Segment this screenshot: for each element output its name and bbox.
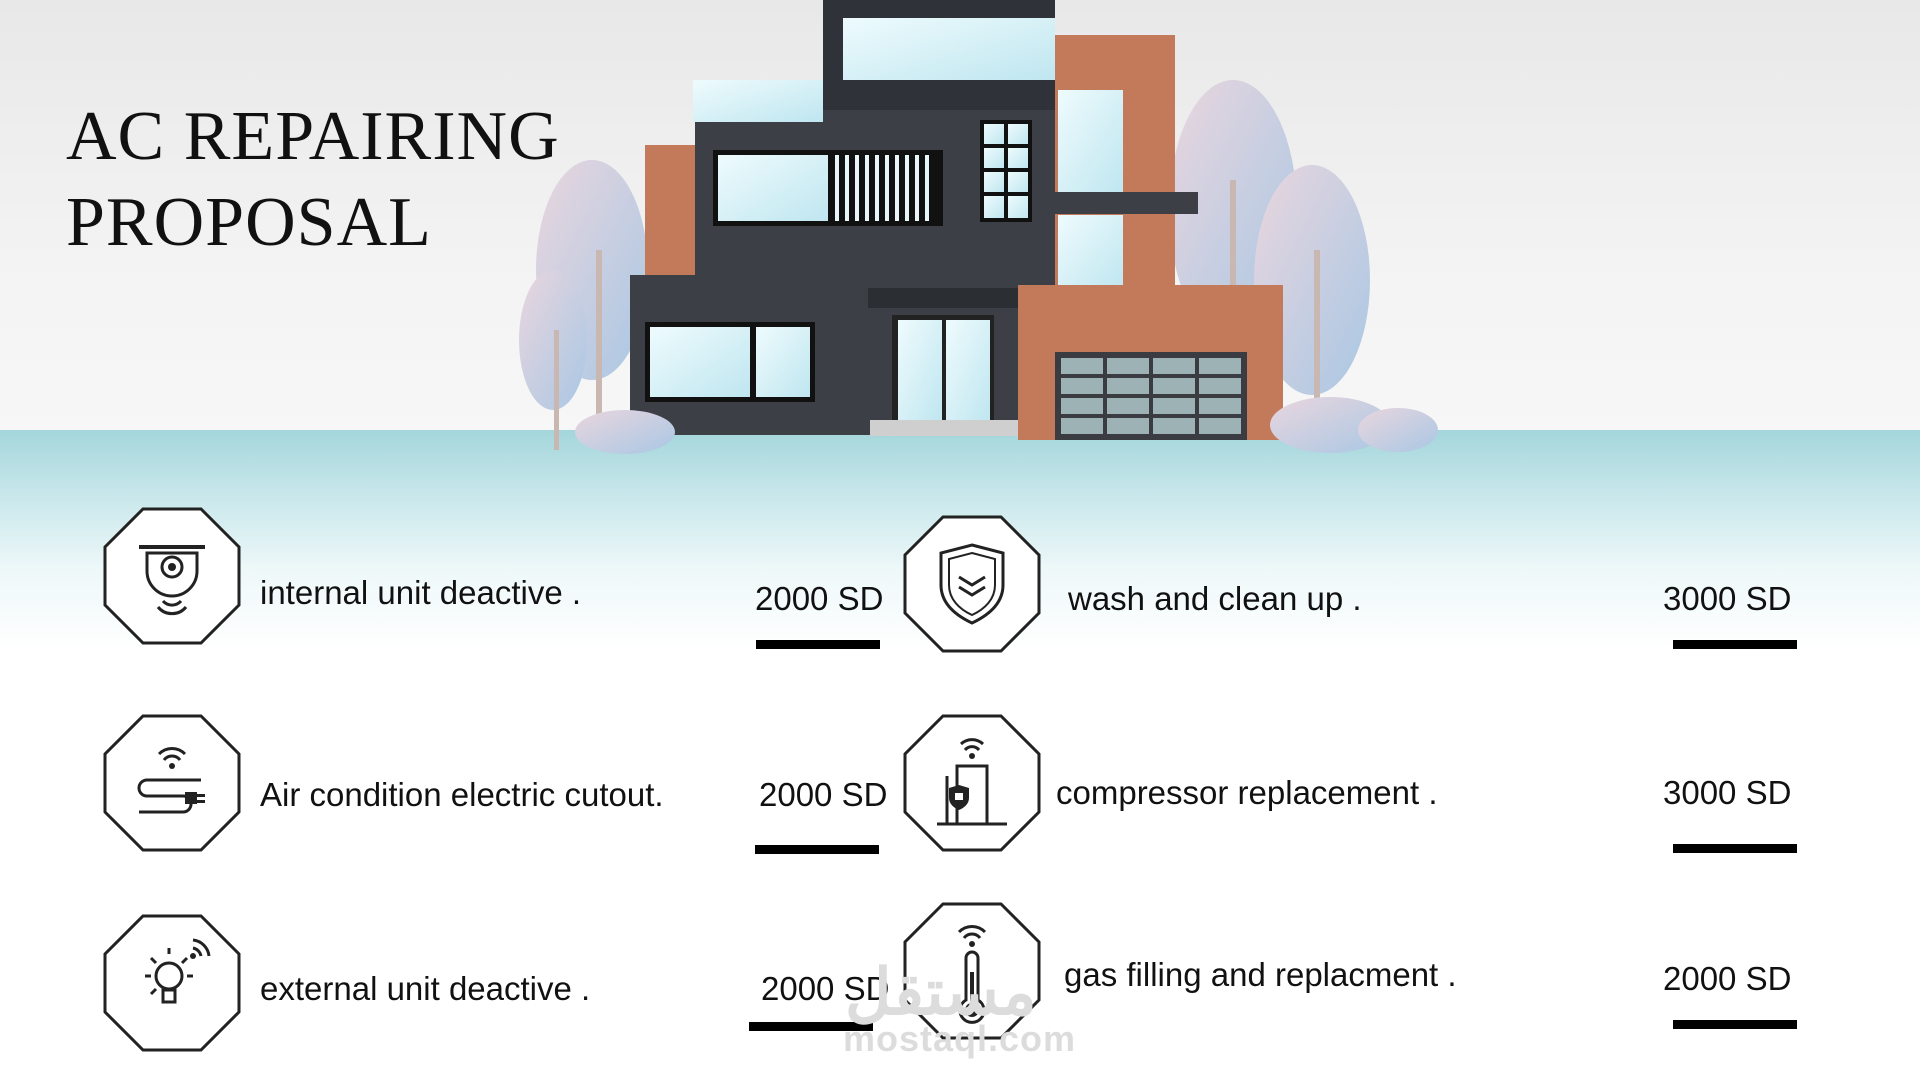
service-price: 3000 SD (1663, 580, 1792, 617)
price-underline (749, 1022, 873, 1031)
smart-bulb-icon (103, 914, 241, 1052)
price-underline (1673, 844, 1797, 853)
watermark-arabic: مستقل (845, 956, 1037, 1028)
service-label: wash and clean up . (1068, 580, 1362, 617)
service-label: compressor replacement . (1056, 774, 1438, 811)
bush-left (575, 410, 675, 454)
house-illustration (519, 0, 1438, 454)
tree-left (519, 160, 648, 450)
price-underline (756, 640, 880, 649)
ceiling-camera-icon (103, 507, 241, 645)
service-label: gas filling and replacment . (1064, 956, 1457, 993)
price-underline (755, 845, 879, 854)
service-label: Air condition electric cutout. (260, 776, 664, 813)
price-underline (1673, 640, 1797, 649)
page-title: AC REPAIRING PROPOSAL (66, 94, 560, 266)
service-price: 3000 SD (1663, 774, 1792, 811)
service-price: 2000 SD (1663, 960, 1792, 997)
wifi-plug-icon (103, 714, 241, 852)
service-price: 2000 SD (761, 970, 890, 1007)
service-price: 2000 SD (759, 776, 888, 813)
smart-thermometer-icon (903, 902, 1041, 1040)
service-label: internal unit deactive . (260, 574, 582, 611)
shield-icon (903, 515, 1041, 653)
service-price: 2000 SD (755, 580, 884, 617)
title-line-2: PROPOSAL (66, 184, 432, 261)
service-label: external unit deactive . (260, 970, 591, 1007)
title-line-1: AC REPAIRING (66, 98, 560, 175)
bush-right (1270, 397, 1390, 453)
watermark-latin: mostaql.com (843, 1018, 1077, 1059)
smart-lock-door-icon (903, 714, 1041, 852)
price-underline (1673, 1020, 1797, 1029)
